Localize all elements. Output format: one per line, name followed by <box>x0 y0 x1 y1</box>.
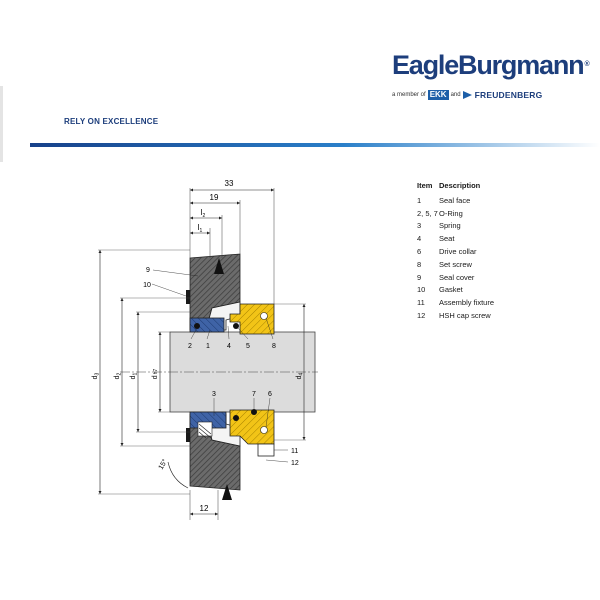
member-prefix: a member of <box>392 92 426 98</box>
tagline: RELY ON EXCELLENCE <box>64 117 159 126</box>
dim-d4: d4 <box>296 372 305 379</box>
legend-desc: Spring <box>439 221 461 231</box>
legend-desc: Gasket <box>439 285 463 295</box>
freudenberg-logo: FREUDENBERG <box>474 90 543 100</box>
callout-5: 5 <box>246 343 250 350</box>
legend-header-description: Description <box>439 181 481 190</box>
legend-desc: Set screw <box>439 259 472 269</box>
legend-desc: Seal cover <box>439 272 475 282</box>
legend-row: 12 HSH cap screw <box>417 309 559 322</box>
dim-d2: d2 <box>114 372 123 379</box>
o-ring-2 <box>194 323 200 329</box>
legend-desc: Seal face <box>439 195 471 205</box>
callout-2: 2 <box>188 343 192 350</box>
o-ring-5 <box>233 323 239 329</box>
callout-6: 6 <box>268 391 272 398</box>
dim-d3: d3 <box>92 372 101 379</box>
legend-item: 2, 5, 7 <box>417 208 438 218</box>
header-band <box>30 143 600 147</box>
legend-row: 1 Seal face <box>417 194 559 207</box>
legend-item: 12 <box>417 311 426 321</box>
callout-1: 1 <box>206 343 210 350</box>
callout-7: 7 <box>252 391 256 398</box>
dim-l1: l1 <box>198 223 203 234</box>
gasket-bottom <box>186 428 190 442</box>
callout-9: 9 <box>146 267 150 274</box>
dim-d: dh7 <box>152 369 159 380</box>
legend-item: 11 <box>417 298 425 308</box>
legend-item: 4 <box>417 234 422 244</box>
dim-angle: 15° <box>157 458 169 471</box>
drive-collar-bottom <box>229 409 275 445</box>
callout-8: 8 <box>272 343 276 350</box>
o-ring-bottom <box>233 415 239 421</box>
arrow-bottom-icon <box>222 484 232 500</box>
o-ring-7 <box>251 409 257 415</box>
legend-item: 6 <box>417 247 422 257</box>
legend-header: Item Description <box>417 181 559 194</box>
spring-coils <box>198 423 212 439</box>
legend-row: 9 Seal cover <box>417 271 559 284</box>
legend-row: 10 Gasket <box>417 284 559 297</box>
legend-item: 8 <box>417 259 422 269</box>
dim-d1: d1 <box>130 372 139 379</box>
arrow-top-icon <box>214 258 224 274</box>
callout-12: 12 <box>291 460 299 467</box>
left-edge-marker <box>0 86 3 162</box>
freudenberg-logo-icon <box>462 91 472 99</box>
and-word: and <box>450 92 461 98</box>
legend-desc: Drive collar <box>439 247 477 257</box>
legend-desc: HSH cap screw <box>439 311 491 321</box>
assembly-fixture <box>257 443 275 457</box>
callout-11: 11 <box>291 448 298 455</box>
drive-collar-top <box>229 303 275 335</box>
dim-face: 19 <box>210 193 219 202</box>
legend-desc: O-Ring <box>439 208 463 218</box>
callout-10: 10 <box>143 282 151 289</box>
legend-row: 8 Set screw <box>417 258 559 271</box>
ekk-logo: EKK <box>427 90 449 100</box>
brand-name: EagleBurgmann <box>392 50 585 80</box>
dim-overall: 33 <box>225 179 234 188</box>
callout-4: 4 <box>227 343 231 350</box>
brand-reg-mark: ® <box>584 61 590 68</box>
legend-item: 9 <box>417 272 422 282</box>
legend-row: 3 Spring <box>417 220 559 233</box>
legend-desc: Assembly fixture <box>439 298 495 308</box>
legend-item: 1 <box>417 195 422 205</box>
eagleburgmann-logo: EagleBurgmann® a member of EKK and FREUD… <box>392 50 590 100</box>
legend-header-item: Item <box>417 181 433 190</box>
member-line: a member of EKK and FREUDENBERG <box>392 90 542 100</box>
legend-row: 11 Assembly fixture <box>417 296 559 309</box>
legend-row: 4 Seat <box>417 232 559 245</box>
callout-3: 3 <box>212 391 216 398</box>
shaft <box>169 331 316 413</box>
set-screw-bottom <box>260 426 268 434</box>
gasket-top <box>186 290 190 304</box>
legend-row: 6 Drive collar <box>417 245 559 258</box>
dim-bottom: 12 <box>200 504 209 513</box>
legend-item: 10 <box>417 285 426 295</box>
set-screw-top <box>260 312 268 320</box>
seal-cross-section-drawing: 33 19 l2 l1 12 15° d3 d2 d1 dh7 d4 2 1 4… <box>92 179 318 520</box>
legend-desc: Seat <box>439 234 455 244</box>
legend-item: 3 <box>417 221 422 231</box>
dim-l2: l2 <box>201 208 206 219</box>
angle-arc <box>167 461 189 489</box>
